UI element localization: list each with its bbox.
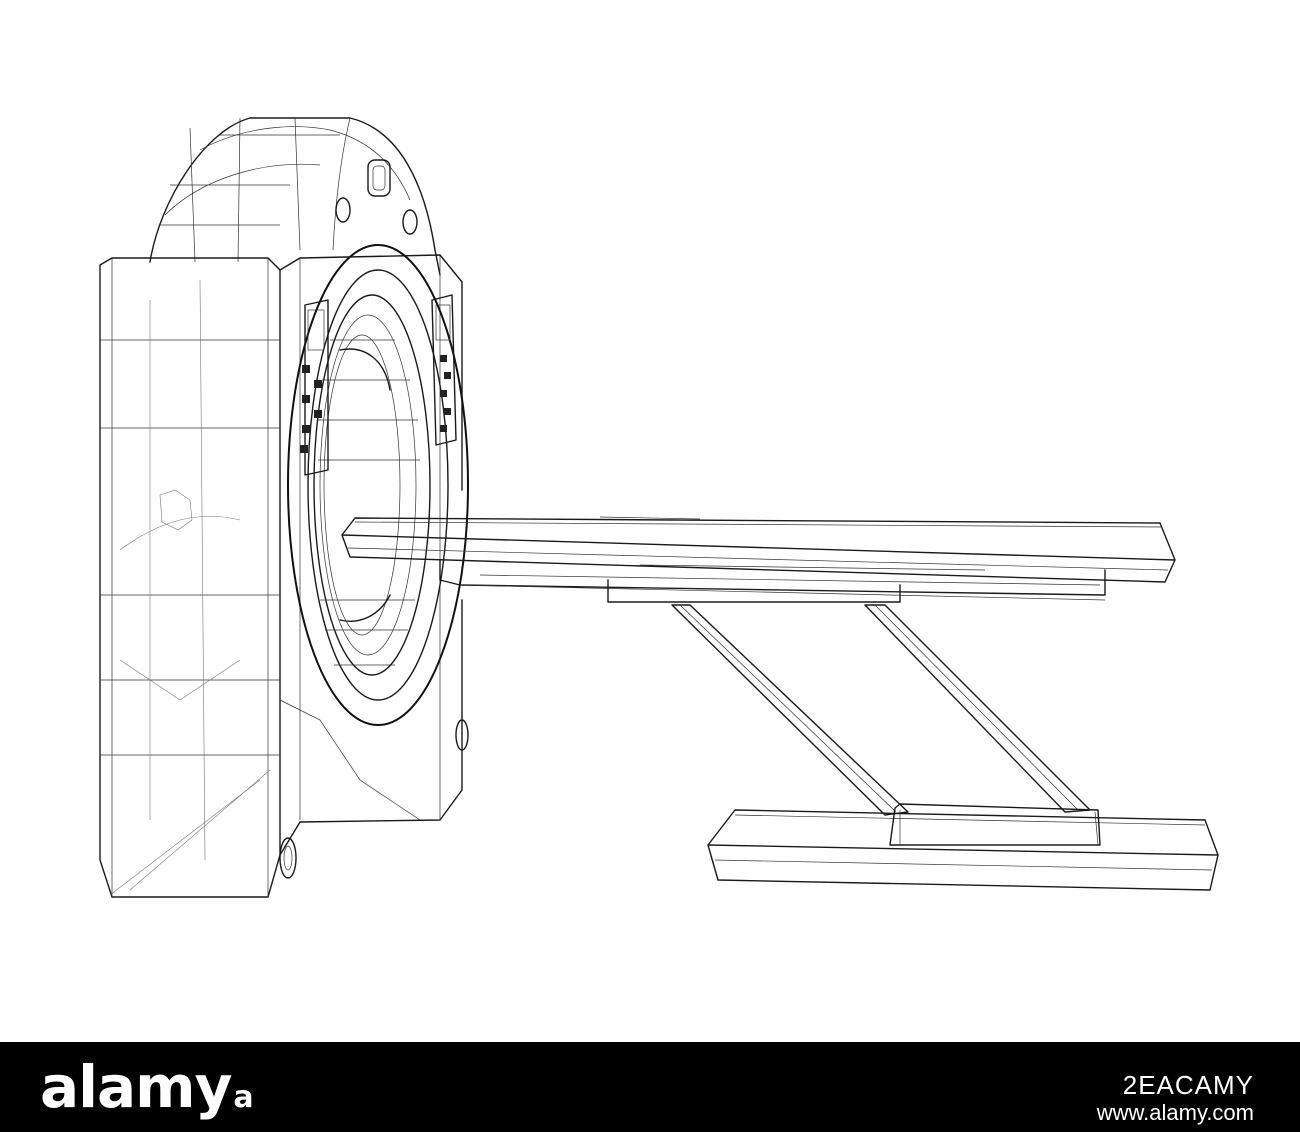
mounting-bolts — [279, 159, 469, 879]
control-panel-right — [431, 294, 457, 446]
ct-scanner-drawing — [99, 117, 1219, 898]
gantry-rear-ring — [149, 117, 441, 276]
image-id-label: 2EACAMY — [1122, 1070, 1254, 1100]
control-panel-left — [300, 299, 329, 476]
patient-table — [341, 516, 1176, 603]
gantry-front-housing — [99, 257, 281, 898]
brand-logo-text: alamy — [40, 1053, 232, 1121]
gantry-bore — [287, 244, 469, 726]
ct-scanner-wireframe-svg — [99, 117, 1219, 898]
table-base — [707, 803, 1219, 891]
site-url-label: www.alamy.com — [1096, 1100, 1254, 1125]
table-support — [671, 604, 1091, 816]
gantry-side-housing — [279, 254, 463, 856]
brand-logo-mark: a — [233, 1079, 253, 1115]
